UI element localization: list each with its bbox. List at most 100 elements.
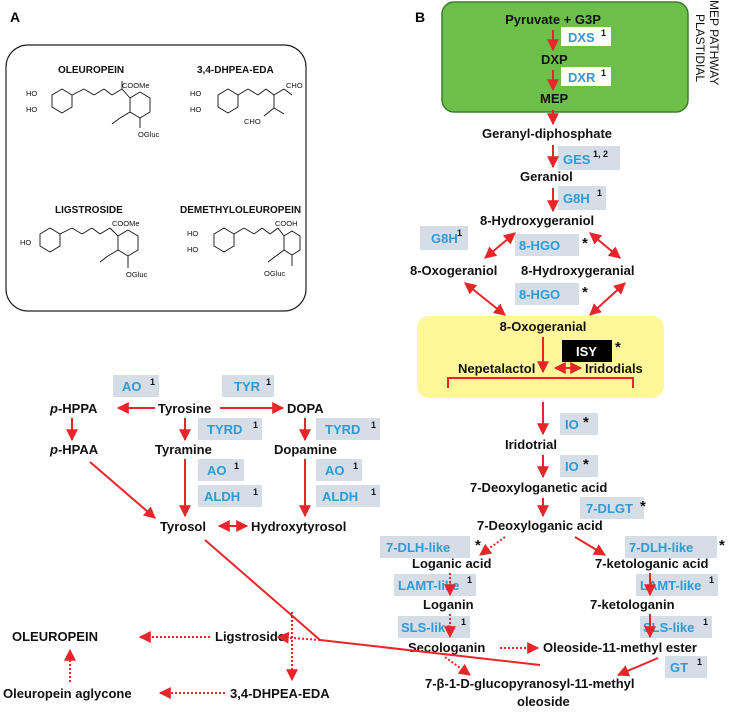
secologanin: Secologanin (408, 640, 485, 655)
sls-enzyme-a: SLS-like (401, 620, 452, 635)
dlgt-star: * (640, 498, 646, 515)
dlh-star-a: * (475, 537, 481, 554)
ligstroside-structure (39, 227, 139, 268)
gt-enzyme: GT (670, 660, 688, 675)
dlgt-box (580, 497, 644, 519)
io-box-b (560, 455, 598, 477)
8-hgo-star-b: * (582, 284, 588, 301)
geraniol: Geraniol (520, 169, 573, 184)
iridotrial: Iridotrial (505, 437, 557, 452)
mep-title-line1: PLASTIDIAL (693, 14, 707, 82)
sls-ref-a: 1 (461, 617, 466, 627)
arrow-deoxyloganic-loganic (479, 536, 506, 556)
aldh-ref-a: 1 (253, 487, 258, 497)
ligstroside-node: Ligstroside (215, 629, 285, 644)
ao-enzyme-c: AO (325, 463, 345, 478)
ligstroside-title: LIGSTROSIDE (55, 205, 123, 216)
dhpea-eda-title: 3,4-DHPEA-EDA (197, 65, 274, 76)
g8h-box-b (420, 226, 468, 250)
ketologanin: 7-ketologanin (590, 597, 675, 612)
io-box-a (560, 413, 598, 435)
gt-ref: 1 (697, 657, 702, 667)
tyr-enzyme: TYR (234, 379, 261, 394)
dhpea-eda-structure (217, 88, 293, 117)
loganic-acid: Loganic acid (412, 556, 492, 571)
hydroxytyrosol: Hydroxytyrosol (251, 519, 346, 534)
reaction-arrows (64, 30, 659, 699)
ao-ref-c: 1 (353, 461, 358, 471)
p-hppa: p-HPPA (49, 401, 98, 416)
io-enzyme-a: IO (565, 417, 579, 432)
tyrd-box-b (316, 418, 380, 440)
arrow-oleoside-glucoside (616, 657, 659, 677)
ao-ref-b: 1 (234, 461, 239, 471)
ao-box-b (198, 459, 244, 481)
aldh-box-a (198, 485, 262, 507)
dxs-ref: 1 (601, 28, 606, 38)
structures-box (5, 44, 307, 312)
ges-enzyme: GES (563, 152, 591, 167)
oxogeranial: 8-Oxogeranial (500, 319, 587, 334)
demethyloleuropein-cooh: COOH (275, 219, 298, 228)
mep-pathway-box (441, 1, 689, 113)
demethyloleuropein-structure (213, 227, 301, 266)
oleuropein-ogluc: OGluc (138, 130, 160, 139)
dxr-enzyme: DXR (568, 70, 596, 85)
oleuropein-title: OLEUROPEIN (58, 65, 124, 76)
8-hgo-box-a (515, 234, 579, 256)
glucopyranosyl-line1: 7-β-1-D-glucopyranosyl-11-methyl (425, 676, 634, 691)
ketologanic-acid: 7-ketologanic acid (595, 556, 708, 571)
aldh-enzyme-a: ALDH (204, 489, 240, 504)
deoxyloganic-acid: 7-Deoxyloganic acid (477, 518, 603, 533)
mep-title-line2: MEP PATHWAY (707, 0, 721, 85)
dlh-enzyme-a: 7-DLH-like (386, 540, 450, 555)
arrow-hydroxygeranial-oxogeranial (589, 282, 626, 316)
tyrd-ref-b: 1 (371, 420, 376, 430)
demethyloleuropein-ho-1: HO (187, 229, 198, 238)
arrow-hpaa-tyrosol (89, 461, 156, 519)
ges-box (558, 146, 620, 170)
8-hgo-star-a: * (582, 235, 588, 252)
geranyl-diphosphate: Geranyl-diphosphate (482, 126, 612, 141)
dopamine: Dopamine (274, 442, 337, 457)
isy-enzyme-box (562, 340, 612, 362)
dhpea-eda-cho-1: CHO (286, 81, 303, 90)
8-hgo-enzyme-b: 8-HGO (519, 287, 560, 302)
8-hgo-box-b (515, 283, 579, 305)
dlh-enzyme-b: 7-DLH-like (629, 540, 693, 555)
hydroxygeranial: 8-Hydroxygeranial (521, 263, 634, 278)
tyrosine: Tyrosine (158, 401, 211, 416)
dxr-box (561, 67, 611, 86)
mep: MEP (540, 91, 569, 106)
io-star-b: * (583, 456, 589, 473)
arrow-oxogeraniol-oxogeranial (464, 282, 506, 316)
line-tyrosol-convergence (204, 539, 321, 641)
panel-label-a: A (10, 9, 20, 25)
oleuropein-coome: COOMe (122, 81, 150, 90)
io-star-a: * (583, 414, 589, 431)
tyramine: Tyramine (155, 442, 212, 457)
oleuropein-ho-1: HO (26, 89, 37, 98)
panel-label-b: B (415, 9, 425, 25)
dlh-box-a (380, 536, 470, 558)
oxogeraniol: 8-Oxogeraniol (410, 263, 497, 278)
arrow-hydroxygeraniol-oxogeraniol (484, 232, 516, 259)
lamt-box-b (636, 574, 718, 596)
iridodials: Iridodials (585, 361, 643, 376)
dhpea-eda-cho-2: CHO (244, 117, 261, 126)
ligstroside-ho: HO (20, 238, 31, 247)
bracket-nepetalactol-iridodials (447, 377, 634, 388)
deoxyloganetic-acid: 7-Deoxyloganetic acid (470, 480, 607, 495)
dxr-ref: 1 (601, 68, 606, 78)
g8h-ref-a: 1 (597, 188, 602, 198)
tyrosol: Tyrosol (160, 519, 206, 534)
ligstroside-ogluc: OGluc (126, 270, 148, 279)
sls-box-b (640, 616, 712, 638)
ligstroside-coome: COOMe (112, 219, 140, 228)
isy-enzyme: ISY (576, 344, 597, 359)
aldh-ref-b: 1 (371, 487, 376, 497)
arrow-deoxyloganic-ketologanic (574, 536, 607, 556)
pyruvate-g3p: Pyruvate + G3P (505, 12, 601, 27)
tyrd-box-a (198, 418, 262, 440)
